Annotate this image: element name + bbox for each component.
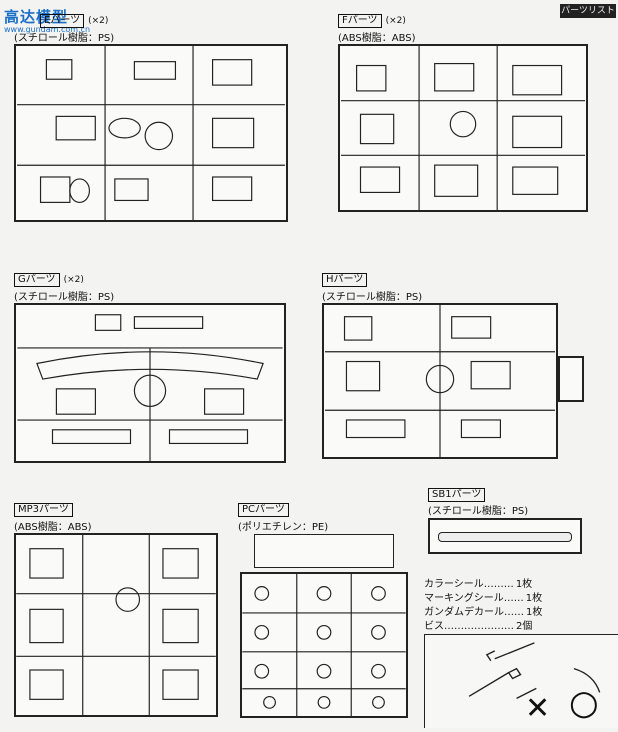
part-sb1-name: SB1パーツ [428,488,486,502]
extras-row: ガンダムデカール……1枚 [424,606,542,620]
part-label-pc: PCパーツ [238,503,289,517]
correct-mark-icon: ○ [569,683,599,723]
part-h-material: (スチロール樹脂：PS) [322,292,423,303]
part-e-name: Eパーツ [40,14,85,28]
extras-list: カラーシール………1枚 マーキングシール……1枚 ガンダムデカール……1枚 ビス… [424,578,542,634]
watermark-url: www.gundam.com.cn [4,25,91,34]
extras-count: 1枚 [515,579,533,590]
part-f-material: (ABS樹脂：ABS) [338,33,416,44]
part-sb1-material: (スチロール樹脂：PS) [428,506,529,517]
extras-name: マーキングシール…… [424,593,524,604]
runner-mp3 [14,533,218,717]
part-g-qty: (×2) [63,275,84,285]
part-e-qty: (×2) [88,16,109,26]
extras-row: カラーシール………1枚 [424,578,542,592]
runner-h [322,303,558,459]
runner-pc-top [254,534,394,568]
part-pc-name: PCパーツ [238,503,289,517]
part-label-f: Fパーツ(×2) [338,14,406,28]
runner-g-drawing [17,314,283,461]
part-h-name: Hパーツ [322,273,368,287]
part-e-material: (スチロール樹脂：PS) [14,33,115,44]
header-strip: パーツリスト [560,4,616,18]
runner-h-drawing [325,305,555,457]
wrong-mark-icon: ✕ [525,691,551,726]
part-f-qty: (×2) [385,16,406,26]
runner-f [338,44,588,212]
runner-g [14,303,286,463]
part-g-name: Gパーツ [14,273,60,287]
runner-pc-drawing [242,574,406,716]
screw-diagram: ✕ ○ [424,634,618,728]
runner-mp3-drawing [16,535,216,715]
extras-name: カラーシール……… [424,579,514,590]
runner-sb1 [428,518,582,554]
extras-name: ビス………………… [424,621,514,632]
runner-e-drawing [17,46,285,220]
part-label-sb1: SB1パーツ [428,488,486,502]
runner-e [14,44,288,222]
runner-h-side-tab [558,356,584,402]
extras-count: 1枚 [526,607,543,618]
extras-count: 1枚 [525,593,543,604]
extras-row: ビス…………………2個 [424,620,542,634]
part-label-mp3: MP3パーツ [14,503,73,517]
runner-f-drawing [340,46,586,210]
runner-sb1-bar [438,532,572,542]
part-mp3-material: (ABS樹脂：ABS) [14,522,92,533]
part-g-material: (スチロール樹脂：PS) [14,292,115,303]
part-label-e: Eパーツ(×2) [40,14,108,28]
part-pc-material: (ポリエチレン：PE) [238,522,329,533]
watermark-logo: 高达模型 [4,8,69,26]
screw-drawing [468,642,601,699]
runner-pc [240,572,408,718]
extras-count: 2個 [516,621,533,632]
part-mp3-name: MP3パーツ [14,503,73,517]
extras-name: ガンダムデカール…… [424,607,524,618]
part-label-g: Gパーツ(×2) [14,273,84,287]
extras-row: マーキングシール……1枚 [424,592,542,606]
part-f-name: Fパーツ [338,14,382,28]
part-label-h: Hパーツ [322,273,371,287]
